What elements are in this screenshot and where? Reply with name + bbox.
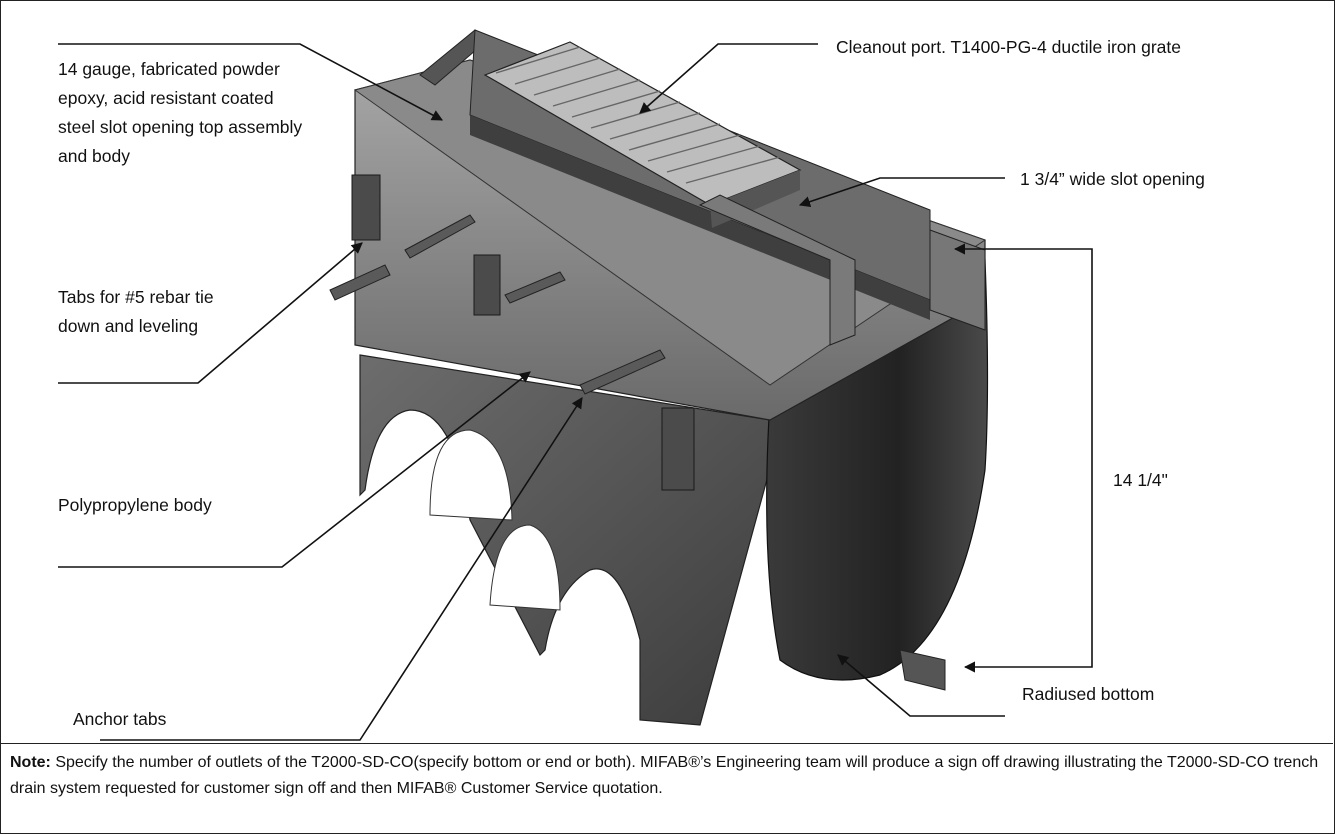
note-divider — [0, 743, 1333, 744]
trench-drain-illustration — [58, 29, 1093, 741]
leader-lines — [58, 43, 1093, 741]
leader-slot — [798, 177, 1005, 208]
label-tabs-rebar: Tabs for #5 rebar tie down and leveling — [58, 287, 214, 336]
leader-anchor — [100, 397, 583, 741]
leader-tabs — [58, 242, 363, 384]
label-height: 14 1/4" — [1113, 470, 1168, 490]
label-gauge: 14 gauge, fabricated powder epoxy, acid … — [58, 59, 303, 166]
note: Note: Specify the number of outlets of t… — [10, 750, 1328, 802]
dimension-height — [953, 243, 1093, 673]
rebar-tubes-shapes — [351, 174, 695, 491]
anchor-tabs-shapes — [329, 214, 666, 395]
leader-radius — [837, 654, 1005, 717]
radiused-bottom-shape — [766, 258, 989, 681]
label-polypropylene: Polypropylene body — [58, 495, 212, 515]
label-anchor-tabs: Anchor tabs — [73, 709, 167, 729]
note-prefix: Note: — [10, 754, 51, 771]
label-radiused-bottom: Radiused bottom — [1022, 684, 1155, 704]
leader-gauge — [58, 43, 443, 121]
cleanout-grate-shape — [483, 41, 802, 228]
note-text: Specify the number of outlets of the T20… — [10, 754, 1319, 797]
leader-polypropylene — [58, 371, 531, 568]
label-cleanout: Cleanout port. T1400-PG-4 ductile iron g… — [836, 37, 1182, 57]
leader-cleanout — [639, 43, 818, 114]
label-slot-opening: 1 3/4” wide slot opening — [1020, 169, 1205, 189]
polypropylene-body-shape — [359, 354, 776, 726]
